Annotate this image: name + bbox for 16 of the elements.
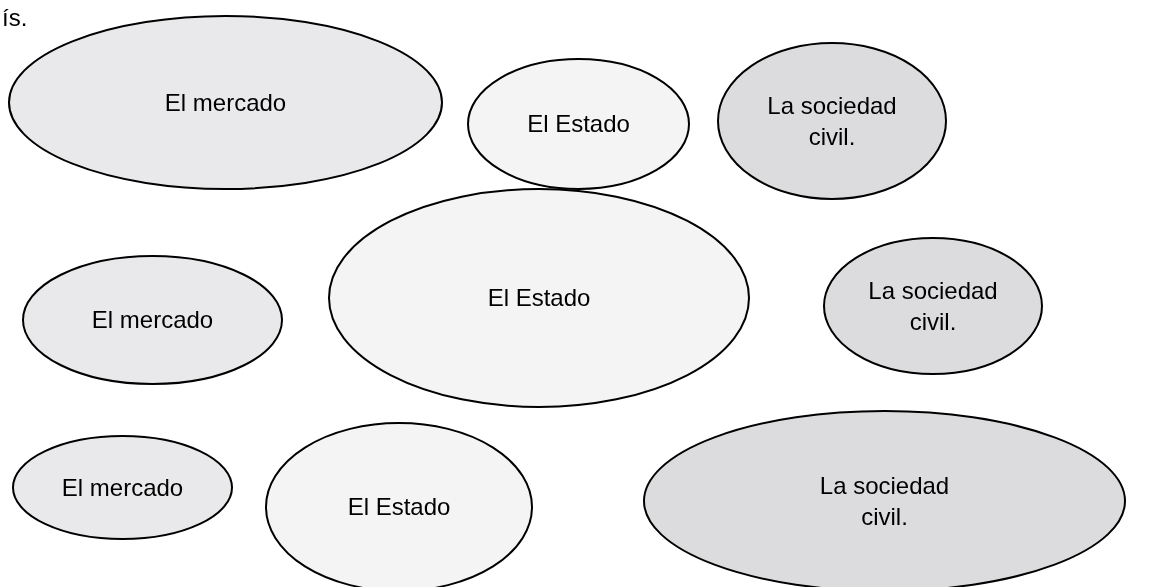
node-label: La sociedad civil.: [818, 470, 951, 532]
note-text: ís.: [2, 4, 28, 32]
node-label: La sociedad civil.: [766, 90, 898, 152]
ellipse-node: [823, 237, 1043, 375]
node-label: El Estado: [526, 109, 631, 140]
node-label: El mercado: [60, 472, 185, 503]
ellipse-node: [22, 255, 283, 385]
node-label: El Estado: [346, 492, 452, 523]
node-label: El mercado: [90, 305, 215, 336]
ellipse-node: [12, 435, 233, 540]
node-label: El Estado: [486, 283, 592, 314]
node-label: La sociedad civil.: [867, 275, 999, 337]
ellipse-node: [328, 188, 750, 408]
ellipse-node: [467, 58, 690, 190]
node-label: El mercado: [163, 87, 288, 118]
ellipse-node: [717, 42, 947, 200]
